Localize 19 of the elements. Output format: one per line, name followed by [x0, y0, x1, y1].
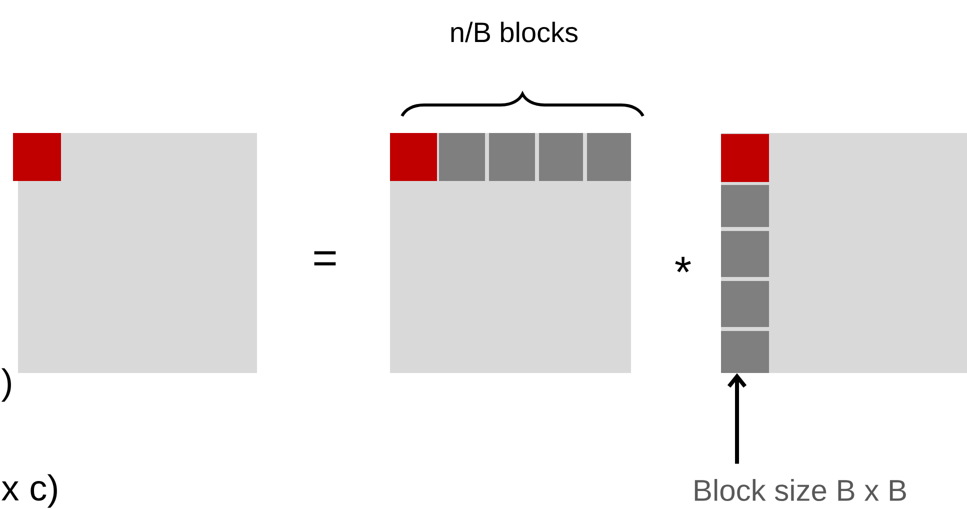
block — [721, 185, 769, 227]
block — [13, 133, 61, 181]
block — [390, 133, 437, 181]
matrix — [18, 133, 257, 373]
brace-label: n/B blocks — [451, 22, 578, 42]
block — [721, 331, 769, 373]
block — [439, 133, 485, 181]
text-fragment: ) — [1, 368, 11, 402]
block — [539, 133, 583, 181]
block — [587, 133, 631, 181]
block — [721, 134, 769, 182]
equals-sign: = — [314, 251, 336, 266]
multiply-sign: * — [675, 256, 691, 272]
block — [489, 133, 535, 181]
text-fragment: x c) — [2, 474, 57, 508]
block — [721, 231, 769, 277]
caption-text: Block size B x B — [694, 479, 906, 502]
block — [721, 281, 769, 327]
arrow — [727, 373, 747, 464]
